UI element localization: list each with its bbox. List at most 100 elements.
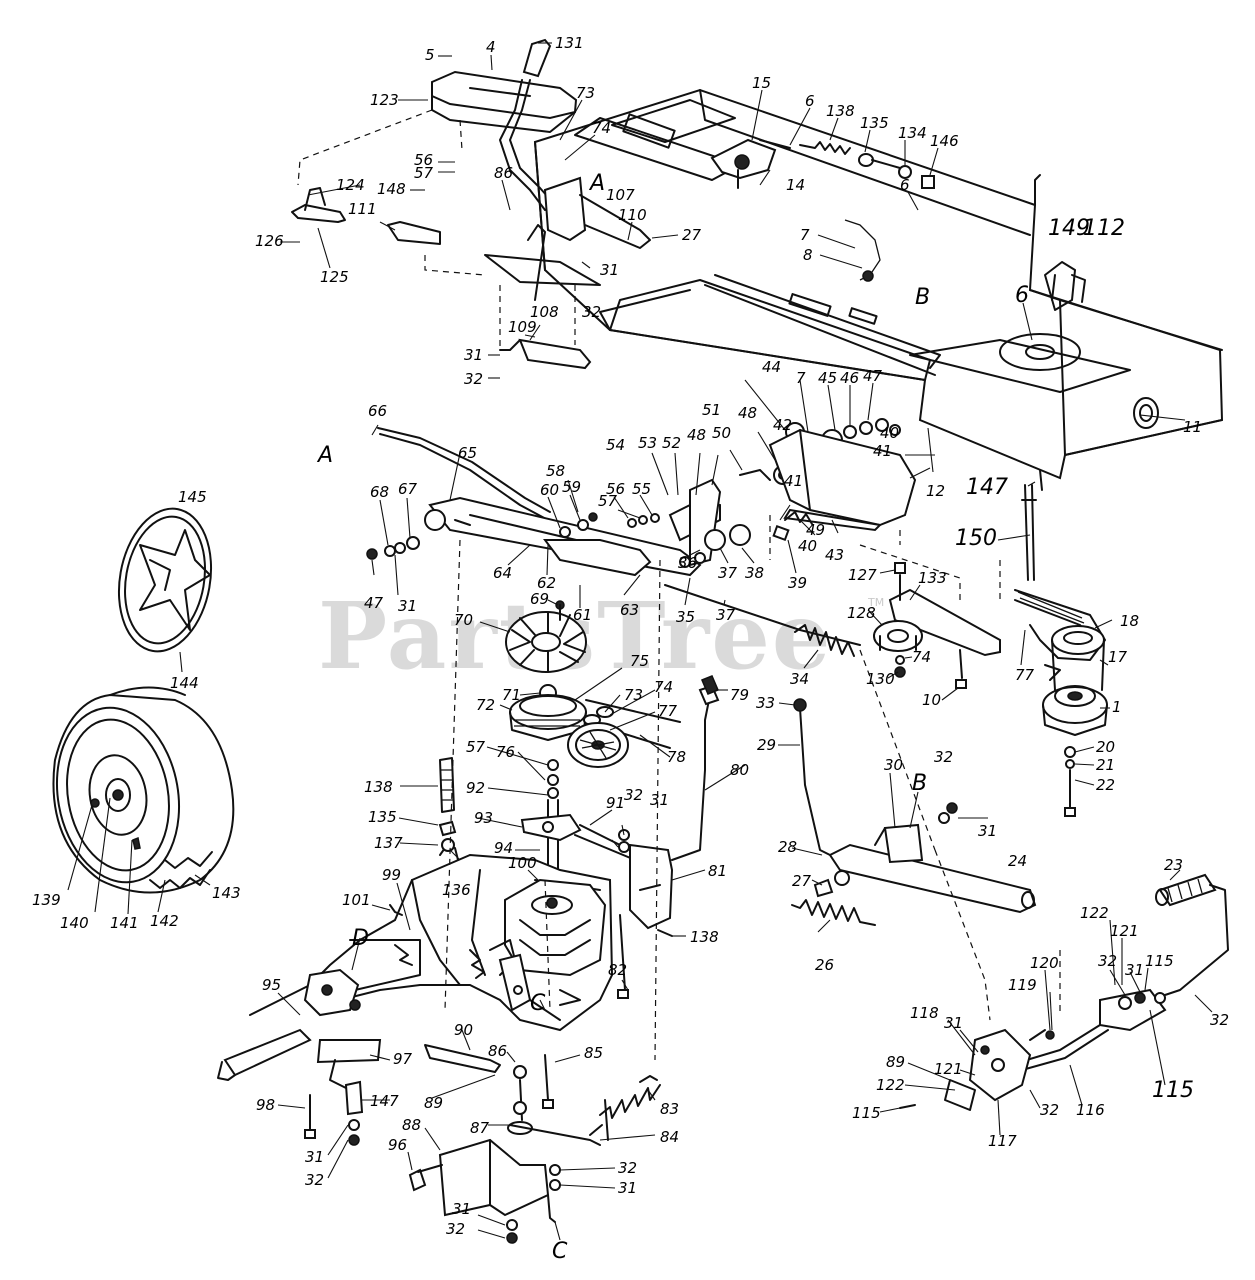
spring-34 <box>794 624 855 657</box>
label-119: 119 <box>1008 976 1037 994</box>
label-4: 4 <box>486 38 496 56</box>
label-32: 32 <box>582 303 601 321</box>
label-117: 117 <box>988 1132 1017 1150</box>
label-90: 90 <box>454 1021 473 1039</box>
label-31-h: 31 <box>305 1148 324 1166</box>
label-87: 87 <box>470 1119 490 1137</box>
label-42: 42 <box>773 416 792 434</box>
label-123: 123 <box>370 91 399 109</box>
label-120: 120 <box>1030 954 1059 972</box>
label-A-left: A <box>316 443 333 468</box>
label-32-f: 32 <box>1210 1011 1229 1029</box>
label-6: 6 <box>805 92 815 110</box>
label-35: 35 <box>676 608 695 626</box>
label-20: 20 <box>1096 738 1115 756</box>
label-47: 47 <box>863 367 883 385</box>
label-31-j: 31 <box>452 1200 471 1218</box>
label-18: 18 <box>1120 612 1139 630</box>
label-69: 69 <box>530 590 549 608</box>
label-32-e: 32 <box>1098 952 1117 970</box>
label-C-mid: C <box>530 991 546 1016</box>
upper-bracket <box>710 138 935 189</box>
label-141: 141 <box>110 914 139 932</box>
label-53: 53 <box>638 434 657 452</box>
label-31-f: 31 <box>1125 961 1144 979</box>
label-70: 70 <box>454 611 473 629</box>
label-124: 124 <box>336 176 365 194</box>
label-31-b: 31 <box>464 346 483 364</box>
label-31: 31 <box>600 261 619 279</box>
label-81: 81 <box>708 862 727 880</box>
label-115-b: 115 <box>1152 1078 1194 1103</box>
label-43: 43 <box>825 546 844 564</box>
label-D: D <box>352 926 369 951</box>
label-146: 146 <box>930 132 959 150</box>
label-74-b: 74 <box>912 648 931 666</box>
label-71: 71 <box>502 686 521 704</box>
label-27: 27 <box>682 226 702 244</box>
label-62: 62 <box>537 574 556 592</box>
label-110: 110 <box>618 206 647 224</box>
label-78: 78 <box>667 748 686 766</box>
label-94: 94 <box>494 839 513 857</box>
wheel-cover <box>117 507 213 653</box>
label-72: 72 <box>476 696 495 714</box>
label-26: 26 <box>815 956 834 974</box>
label-61: 61 <box>573 606 592 624</box>
electric-clutch <box>999 469 1108 817</box>
label-60: 60 <box>540 481 559 499</box>
label-73-b: 73 <box>624 686 643 704</box>
part-labels: 5 4 131 123 73 74 15 6 138 135 134 146 5… <box>32 34 1229 1264</box>
label-52: 52 <box>662 434 681 452</box>
label-17: 17 <box>1108 648 1128 666</box>
label-49: 49 <box>806 521 825 539</box>
label-138-b: 138 <box>364 778 393 796</box>
label-8: 8 <box>803 246 813 264</box>
label-31-e: 31 <box>978 822 997 840</box>
label-55: 55 <box>632 480 651 498</box>
label-74-c: 74 <box>654 678 673 696</box>
idler-bracket <box>873 562 1001 689</box>
label-B-top: B <box>915 285 930 310</box>
label-58: 58 <box>546 462 565 480</box>
label-33: 33 <box>756 694 775 712</box>
label-75: 75 <box>630 652 649 670</box>
label-97: 97 <box>393 1050 413 1068</box>
label-135: 135 <box>860 114 889 132</box>
label-92: 92 <box>466 779 485 797</box>
label-74: 74 <box>592 119 611 137</box>
label-111: 111 <box>348 200 377 218</box>
frame-assembly <box>533 88 1224 480</box>
label-A-top: A <box>588 171 605 196</box>
label-46: 46 <box>840 369 859 387</box>
label-79: 79 <box>730 686 749 704</box>
label-57: 57 <box>414 164 434 182</box>
label-28: 28 <box>778 838 797 856</box>
label-31-c: 31 <box>398 597 417 615</box>
label-95: 95 <box>262 976 281 994</box>
label-147: 147 <box>966 475 1008 500</box>
label-99: 99 <box>382 866 401 884</box>
label-41: 41 <box>873 442 892 460</box>
label-15: 15 <box>752 74 771 92</box>
label-122: 122 <box>1080 904 1109 922</box>
label-41-b: 41 <box>784 472 803 490</box>
label-32-c: 32 <box>934 748 953 766</box>
label-112: 112 <box>1083 216 1125 241</box>
label-54: 54 <box>606 436 625 454</box>
label-150: 150 <box>955 526 997 551</box>
label-67: 67 <box>398 480 418 498</box>
label-64: 64 <box>493 564 512 582</box>
label-23: 23 <box>1164 856 1183 874</box>
label-115-c: 115 <box>852 1104 881 1122</box>
label-59: 59 <box>562 478 581 496</box>
label-22: 22 <box>1096 776 1115 794</box>
label-31-g: 31 <box>944 1014 963 1032</box>
label-138-c: 138 <box>690 928 719 946</box>
label-147-b: 147 <box>370 1092 399 1110</box>
fan-pulley-stack <box>505 600 681 881</box>
label-109: 109 <box>508 318 537 336</box>
label-85: 85 <box>584 1044 603 1062</box>
label-121: 121 <box>1110 922 1139 940</box>
label-24: 24 <box>1008 852 1027 870</box>
